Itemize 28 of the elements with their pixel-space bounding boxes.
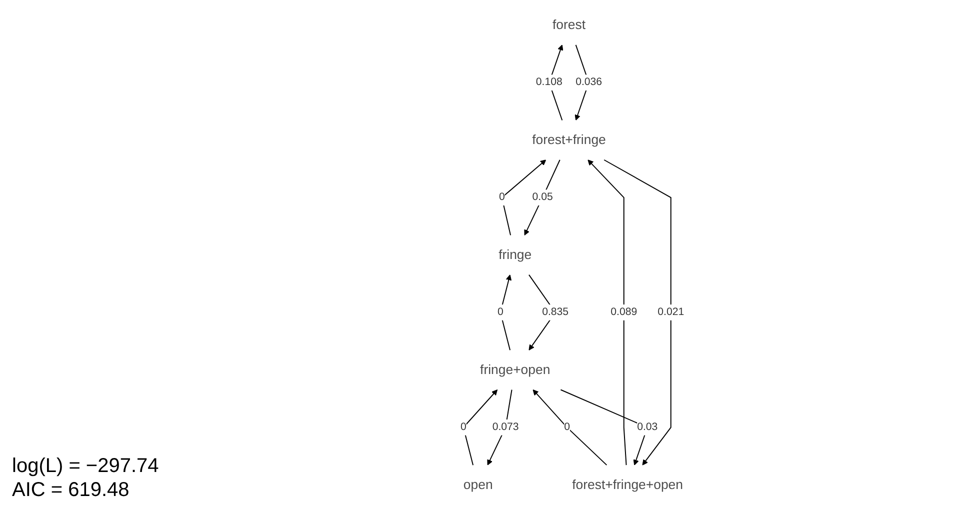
node-text: open	[463, 478, 493, 492]
edge-label: 0.108	[536, 76, 562, 88]
edge-label: 0.089	[610, 306, 637, 318]
edge-label: 0.03	[636, 421, 658, 433]
edge-label: 0.021	[657, 306, 684, 318]
edge-label: 0.073	[492, 421, 519, 433]
node-text: fringe	[498, 248, 532, 262]
edge-label: 0	[564, 421, 570, 433]
arrow	[560, 389, 648, 466]
edge-label: 0	[460, 421, 466, 433]
node-text: forest	[552, 18, 586, 32]
arrow	[500, 274, 512, 351]
edge-label: 0	[498, 192, 505, 203]
node-text: fringe+open	[480, 362, 550, 378]
statistic-note: log(L) = −297.74	[12, 454, 159, 478]
edge-label: 0.036	[575, 76, 602, 88]
edge-label: 0	[497, 306, 504, 318]
arrow	[587, 160, 627, 466]
node-text: forest+fringe	[532, 132, 606, 148]
node-text: forest+fringe+open	[572, 478, 683, 492]
arrow	[524, 159, 560, 236]
arrow	[603, 159, 672, 466]
edge-label: 0.835	[542, 306, 568, 318]
arrow	[462, 390, 498, 466]
statistic-note: AIC = 619.48	[12, 478, 130, 502]
edge-label: 0.05	[532, 192, 553, 203]
arrow	[532, 390, 607, 466]
arrow	[501, 160, 546, 236]
